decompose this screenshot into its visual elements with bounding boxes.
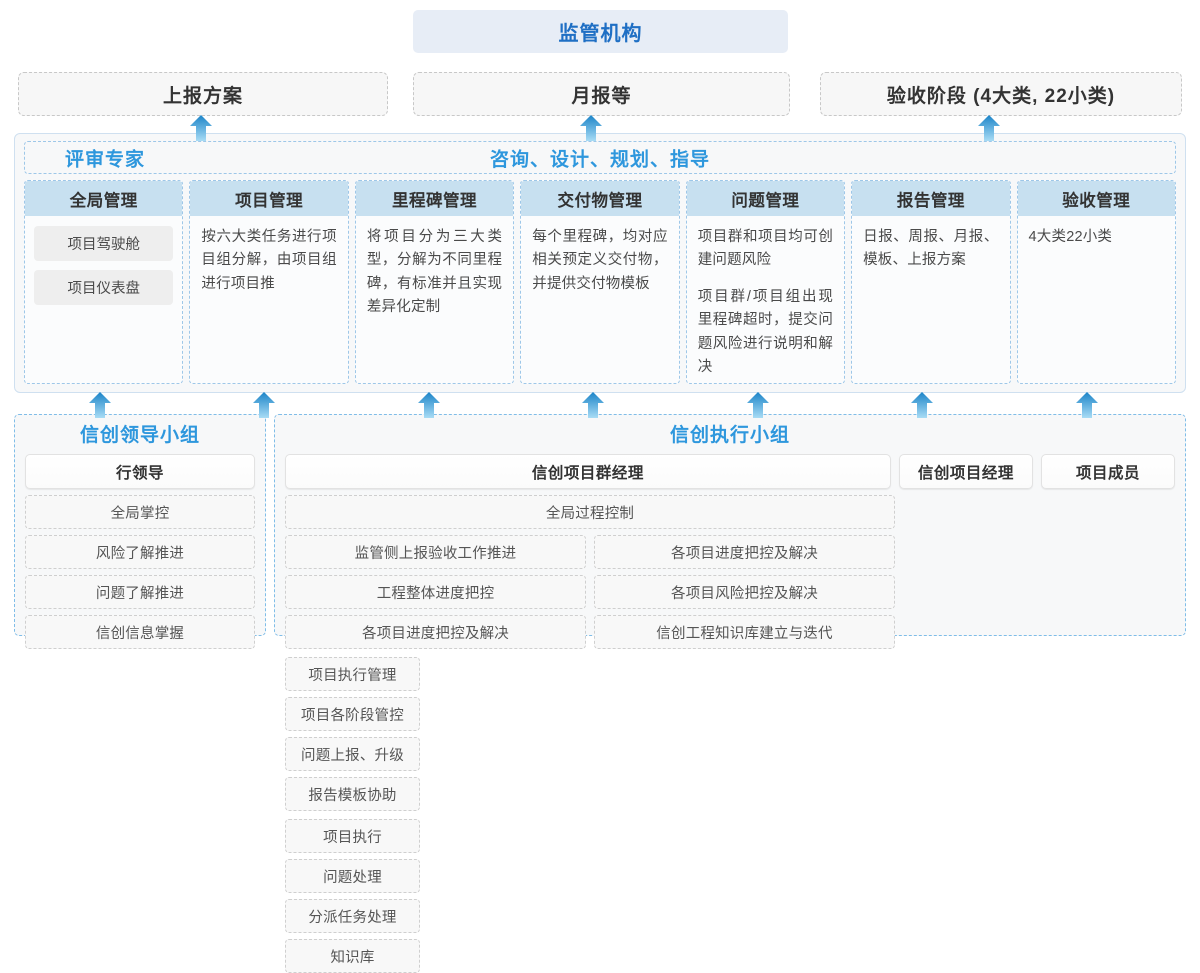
card-paragraph: 按六大类任务进行项目组分解，由项目组进行项目推 xyxy=(201,229,337,292)
arrow-up-icon xyxy=(1076,392,1098,418)
leading-group-task-list: 全局掌控 风险了解推进 问题了解推进 信创信息掌握 xyxy=(25,495,255,649)
card-deliverable-management[interactable]: 交付物管理 每个里程碑，均对应相关预定义交付物，并提供交付物模板 xyxy=(520,180,680,384)
channel-label: 上报方案 xyxy=(162,85,243,107)
leading-group-panel: 信创领导小组 行领导 全局掌控 风险了解推进 问题了解推进 信创信息掌握 xyxy=(14,414,266,649)
exec-task-columns: 全局过程控制 监管侧上报验收工作推进 工程整体进度把控 各项目进度把控及解决 各… xyxy=(285,495,1175,973)
task-item[interactable]: 问题了解推进 xyxy=(25,575,255,609)
card-paragraph: 4大类22小类 xyxy=(1028,229,1113,245)
arrow-up-icon xyxy=(253,392,275,418)
task-item[interactable]: 问题上报、升级 xyxy=(285,737,420,771)
channel-label: 月报等 xyxy=(571,85,632,107)
card-milestone-management[interactable]: 里程碑管理 将项目分为三大类型，分解为不同里程碑，有标准并且实现差异化定制 xyxy=(354,180,515,384)
card-body: 每个里程碑，均对应相关预定义交付物，并提供交付物模板 xyxy=(521,216,678,304)
consulting-band-header: 评审专家 咨询、设计、规划、指导 xyxy=(24,141,1176,174)
card-report-management[interactable]: 报告管理 日报、周报、月报、模板、上报方案 xyxy=(851,180,1011,384)
arrow-up-icon xyxy=(747,392,769,418)
project-manager-tasks: 项目执行管理 项目各阶段管控 问题上报、升级 报告模板协助 xyxy=(285,657,420,811)
card-global-management[interactable]: 全局管理 项目驾驶舱 项目仪表盘 xyxy=(24,180,184,384)
card-project-management[interactable]: 项目管理 按六大类任务进行项目组分解，由项目组进行项目推 xyxy=(189,180,349,384)
task-item[interactable]: 全局掌控 xyxy=(25,495,255,529)
card-title: 全局管理 xyxy=(25,181,183,216)
consulting-services-label: 咨询、设计、规划、指导 xyxy=(489,149,710,170)
task-item[interactable]: 分派任务处理 xyxy=(285,899,420,933)
regulator-label: 监管机构 xyxy=(558,23,643,45)
card-body: 按六大类任务进行项目组分解，由项目组进行项目推 xyxy=(190,216,347,304)
task-item[interactable]: 各项目进度把控及解决 xyxy=(285,615,586,649)
task-item[interactable]: 工程整体进度把控 xyxy=(285,575,586,609)
arrow-up-icon xyxy=(580,115,602,141)
task-item[interactable]: 项目执行 xyxy=(285,819,420,853)
task-item[interactable]: 全局过程控制 xyxy=(285,495,895,529)
card-body: 日报、周报、月报、模板、上报方案 xyxy=(852,216,1009,281)
card-paragraph: 项目群/项目组出现里程碑超时，提交问题风险进行说明和解决 xyxy=(697,288,834,376)
management-card-list: 全局管理 项目驾驶舱 项目仪表盘 项目管理 按六大类任务进行项目组分解，由项目组… xyxy=(24,180,1176,384)
arrow-up-icon xyxy=(582,392,604,418)
card-paragraph: 每个里程碑，均对应相关预定义交付物，并提供交付物模板 xyxy=(532,229,668,292)
program-manager-left-tasks: 监管侧上报验收工作推进 工程整体进度把控 各项目进度把控及解决 xyxy=(285,535,586,649)
pill-item[interactable]: 项目仪表盘 xyxy=(34,270,174,305)
program-manager-right-tasks: 各项目进度把控及解决 各项目风险把控及解决 信创工程知识库建立与迭代 xyxy=(594,535,895,649)
role-project-member[interactable]: 项目成员 xyxy=(1040,454,1175,489)
card-paragraph: 项目群和项目均可创建问题风险 xyxy=(697,229,834,269)
channel-monthly-report: 月报等 xyxy=(413,72,790,116)
arrow-up-icon xyxy=(911,392,933,418)
role-program-manager[interactable]: 信创项目群经理 xyxy=(285,454,891,489)
task-item[interactable]: 知识库 xyxy=(285,939,420,973)
card-title: 交付物管理 xyxy=(521,181,679,216)
review-experts-label: 评审专家 xyxy=(65,149,146,170)
card-body: 项目群和项目均可创建问题风险 项目群/项目组出现里程碑超时，提交问题风险进行说明… xyxy=(687,216,844,383)
project-member-tasks: 项目执行 问题处理 分派任务处理 知识库 xyxy=(285,819,420,973)
task-item[interactable]: 信创工程知识库建立与迭代 xyxy=(594,615,895,649)
leading-group-title: 信创领导小组 xyxy=(79,425,200,446)
task-item[interactable]: 项目各阶段管控 xyxy=(285,697,420,731)
task-item[interactable]: 各项目风险把控及解决 xyxy=(594,575,895,609)
arrow-up-icon xyxy=(418,392,440,418)
arrow-up-icon xyxy=(978,115,1000,141)
card-acceptance-management[interactable]: 验收管理 4大类22小类 xyxy=(1016,180,1176,384)
role-bank-leadership[interactable]: 行领导 xyxy=(25,454,255,489)
card-paragraph: 将项目分为三大类型，分解为不同里程碑，有标准并且实现差异化定制 xyxy=(366,229,503,316)
card-paragraph: 日报、周报、月报、模板、上报方案 xyxy=(863,229,999,269)
task-item[interactable]: 问题处理 xyxy=(285,859,420,893)
exec-group-title: 信创执行小组 xyxy=(669,425,790,446)
exec-group-panel: 信创执行小组 信创项目群经理 信创项目经理 项目成员 全局过程控制 监管侧上报验… xyxy=(274,414,1186,973)
task-item[interactable]: 项目执行管理 xyxy=(285,657,420,691)
card-body: 4大类22小类 xyxy=(1018,216,1175,257)
card-issue-management[interactable]: 问题管理 项目群和项目均可创建问题风险 项目群/项目组出现里程碑超时，提交问题风… xyxy=(685,180,846,384)
role-project-manager[interactable]: 信创项目经理 xyxy=(898,454,1033,489)
task-item[interactable]: 信创信息掌握 xyxy=(25,615,255,649)
card-title: 项目管理 xyxy=(190,181,348,216)
channel-label: 验收阶段 (4大类, 22小类) xyxy=(886,85,1116,107)
consulting-band: 评审专家 咨询、设计、规划、指导 全局管理 项目驾驶舱 项目仪表盘 项目管理 按… xyxy=(14,133,1186,393)
exec-role-header-row: 信创项目群经理 信创项目经理 项目成员 xyxy=(285,454,1175,489)
arrow-up-icon xyxy=(89,392,111,418)
program-manager-tasks: 全局过程控制 监管侧上报验收工作推进 工程整体进度把控 各项目进度把控及解决 各… xyxy=(285,495,895,649)
card-title: 问题管理 xyxy=(686,181,845,216)
task-item[interactable]: 风险了解推进 xyxy=(25,535,255,569)
task-item[interactable]: 报告模板协助 xyxy=(285,777,420,811)
card-title: 报告管理 xyxy=(852,181,1010,216)
arrow-up-icon xyxy=(190,115,212,141)
card-title: 验收管理 xyxy=(1017,181,1175,216)
card-body: 将项目分为三大类型，分解为不同里程碑，有标准并且实现差异化定制 xyxy=(356,216,513,328)
channel-acceptance-phase: 验收阶段 (4大类, 22小类) xyxy=(820,72,1182,116)
card-title: 里程碑管理 xyxy=(355,181,514,216)
task-item[interactable]: 各项目进度把控及解决 xyxy=(594,535,895,569)
task-item[interactable]: 监管侧上报验收工作推进 xyxy=(285,535,586,569)
channel-report-plan: 上报方案 xyxy=(18,72,388,116)
card-body: 项目驾驶舱 项目仪表盘 xyxy=(25,216,182,315)
pill-item[interactable]: 项目驾驶舱 xyxy=(34,226,174,261)
regulator-box: 监管机构 xyxy=(413,10,788,53)
